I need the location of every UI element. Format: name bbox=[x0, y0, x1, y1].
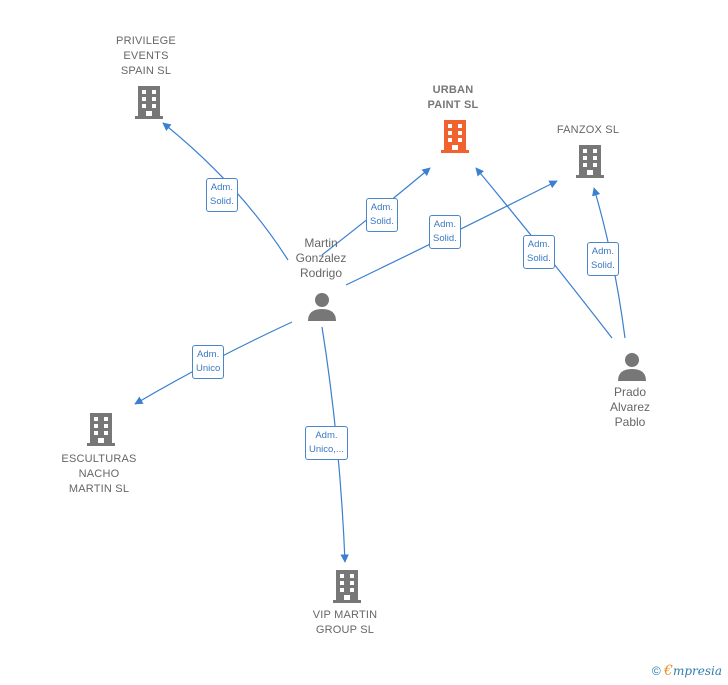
building-icon-highlight bbox=[441, 120, 469, 153]
building-icon bbox=[576, 145, 604, 178]
edge-label-martin-urban: Adm. Solid. bbox=[366, 198, 398, 232]
company-label-vip[interactable]: VIP MARTIN GROUP SL bbox=[312, 609, 378, 636]
person-label-prado[interactable]: Prado Alvarez Pablo bbox=[609, 385, 650, 429]
building-icon bbox=[87, 413, 115, 446]
edge-label-martin-esculturas: Adm. Unico bbox=[192, 345, 225, 379]
edge-label-martin-privilege: Adm. Solid. bbox=[206, 178, 238, 212]
edge-label-martin-vip: Adm. Unico,... bbox=[305, 426, 348, 460]
person-label-martin[interactable]: Martin Gonzalez Rodrigo bbox=[295, 236, 347, 280]
company-label-privilege[interactable]: PRIVILEGE EVENTS SPAIN SL bbox=[116, 35, 176, 77]
brand-e-logo: € bbox=[664, 663, 673, 679]
brand-name: mpresia bbox=[672, 664, 722, 678]
building-icon bbox=[135, 86, 163, 119]
company-label-esculturas[interactable]: ESCULTURAS NACHO MARTIN SL bbox=[61, 453, 137, 495]
edge-label-martin-fanzox: Adm. Solid. bbox=[429, 215, 461, 249]
edge-label-prado-urban: Adm. Solid. bbox=[523, 235, 555, 269]
person-icon bbox=[308, 293, 336, 321]
copyright-symbol: © bbox=[651, 664, 661, 678]
company-label-urban[interactable]: URBAN PAINT SL bbox=[427, 84, 479, 111]
company-label-fanzox[interactable]: FANZOX SL bbox=[556, 124, 620, 136]
building-icon bbox=[333, 570, 361, 603]
person-icon bbox=[618, 353, 646, 381]
brand-watermark: © €mpresia bbox=[652, 663, 722, 679]
edge-label-prado-fanzox: Adm. Solid. bbox=[587, 242, 619, 276]
